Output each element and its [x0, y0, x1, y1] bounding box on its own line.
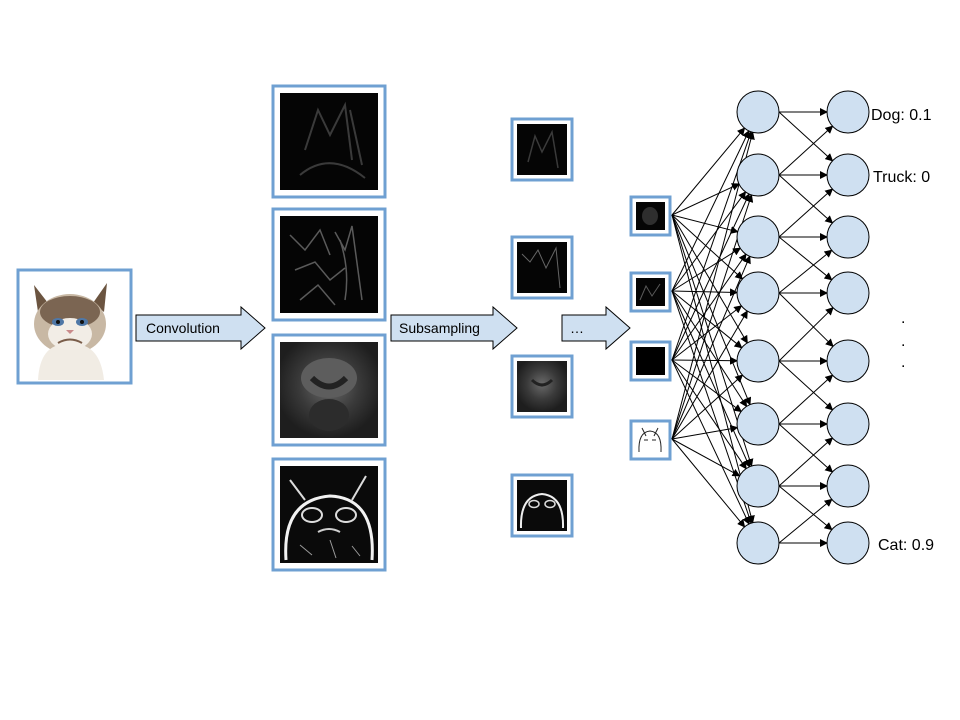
input-edge	[671, 193, 750, 361]
input-edge	[671, 290, 743, 349]
small-map-2	[629, 271, 672, 313]
input-image	[16, 268, 133, 385]
svg-text:.: .	[901, 310, 905, 327]
filtered-cat-icon	[642, 207, 658, 225]
subsampled-map-3	[510, 354, 574, 419]
input-edge	[671, 359, 747, 470]
input-edge	[671, 214, 744, 280]
input-edge	[671, 356, 738, 365]
input-edge	[671, 359, 743, 413]
output-truck-label: Truck: 0	[873, 169, 930, 186]
filtered-cat-icon	[638, 427, 662, 453]
input-edge	[671, 253, 747, 361]
hidden-edge	[778, 292, 834, 348]
subsampling-arrow: Subsampling	[390, 305, 518, 351]
output-node	[826, 90, 870, 134]
input-edge	[671, 214, 752, 406]
input-edge	[671, 310, 748, 440]
convolution-arrow: Convolution	[135, 305, 266, 351]
input-edge	[671, 424, 739, 440]
small-map-3	[629, 340, 672, 382]
grumpy-cat-icon	[34, 283, 107, 380]
input-edge	[671, 255, 751, 440]
subsampled-map-4	[510, 473, 574, 538]
hidden-edge	[778, 374, 834, 425]
ellipsis-arrow: …	[561, 305, 631, 351]
small-map-1	[629, 195, 672, 237]
hidden-node	[736, 271, 780, 315]
filtered-cat-icon	[289, 225, 363, 306]
hidden-edge	[778, 498, 833, 544]
input-edge	[671, 359, 750, 525]
hidden-edge	[778, 437, 834, 487]
input-edge	[671, 129, 750, 292]
small-map-4	[629, 419, 672, 461]
input-edge	[671, 191, 747, 292]
output-node	[826, 153, 870, 197]
input-edge	[671, 288, 738, 297]
output-node	[826, 521, 870, 565]
subsampling-label: Subsampling	[399, 320, 480, 336]
hidden-edge	[778, 360, 834, 411]
hidden-edge	[778, 423, 834, 473]
hidden-edge	[778, 485, 833, 531]
network-nodes	[736, 90, 870, 565]
hidden-node	[736, 215, 780, 259]
output-node	[826, 215, 870, 259]
hidden-edge	[778, 111, 834, 162]
filtered-cat-icon	[301, 358, 357, 431]
hidden-node	[736, 521, 780, 565]
feature-map-4	[271, 457, 387, 572]
filtered-cat-icon	[284, 475, 374, 561]
input-edge	[671, 127, 746, 216]
hidden-edge	[778, 236, 833, 281]
hidden-edge	[778, 306, 834, 362]
filtered-cat-icon	[299, 101, 366, 179]
hidden-node	[736, 339, 780, 383]
feature-map-3	[271, 333, 387, 447]
feature-map-1	[271, 84, 387, 199]
feature-map-2	[271, 207, 387, 322]
subsampled-map-2	[510, 235, 574, 300]
output-cat-label: Cat: 0.9	[878, 537, 934, 554]
output-node	[826, 339, 870, 383]
svg-text:.: .	[901, 333, 905, 350]
output-node	[826, 402, 870, 446]
filtered-cat-icon	[527, 129, 559, 169]
hidden-edge	[778, 188, 834, 238]
filtered-cat-icon	[521, 246, 561, 289]
input-edge	[671, 290, 748, 408]
input-edge	[671, 290, 751, 468]
filtered-cat-icon	[639, 283, 661, 301]
input-edge	[671, 438, 741, 477]
hidden-edge	[778, 125, 834, 176]
hidden-edge	[778, 174, 834, 224]
hidden-node	[736, 90, 780, 134]
input-edge	[671, 374, 744, 440]
output-node	[826, 464, 870, 508]
hidden-node	[736, 153, 780, 197]
hidden-node	[736, 464, 780, 508]
input-edge	[671, 183, 740, 216]
convolution-label: Convolution	[146, 320, 220, 336]
filtered-cat-icon	[519, 492, 565, 529]
input-edge	[671, 438, 746, 528]
subsampled-map-1	[510, 117, 574, 182]
input-edge	[671, 247, 742, 292]
hidden-edge	[778, 249, 833, 294]
hidden-node	[736, 402, 780, 446]
output-dog-label: Dog: 0.1	[871, 107, 932, 124]
network-connections	[671, 108, 834, 547]
ellipsis-label: …	[570, 320, 584, 336]
output-ellipsis: . . .	[901, 310, 905, 371]
svg-text:.: .	[901, 354, 905, 371]
filtered-cat-icon	[530, 378, 554, 387]
output-node	[826, 271, 870, 315]
